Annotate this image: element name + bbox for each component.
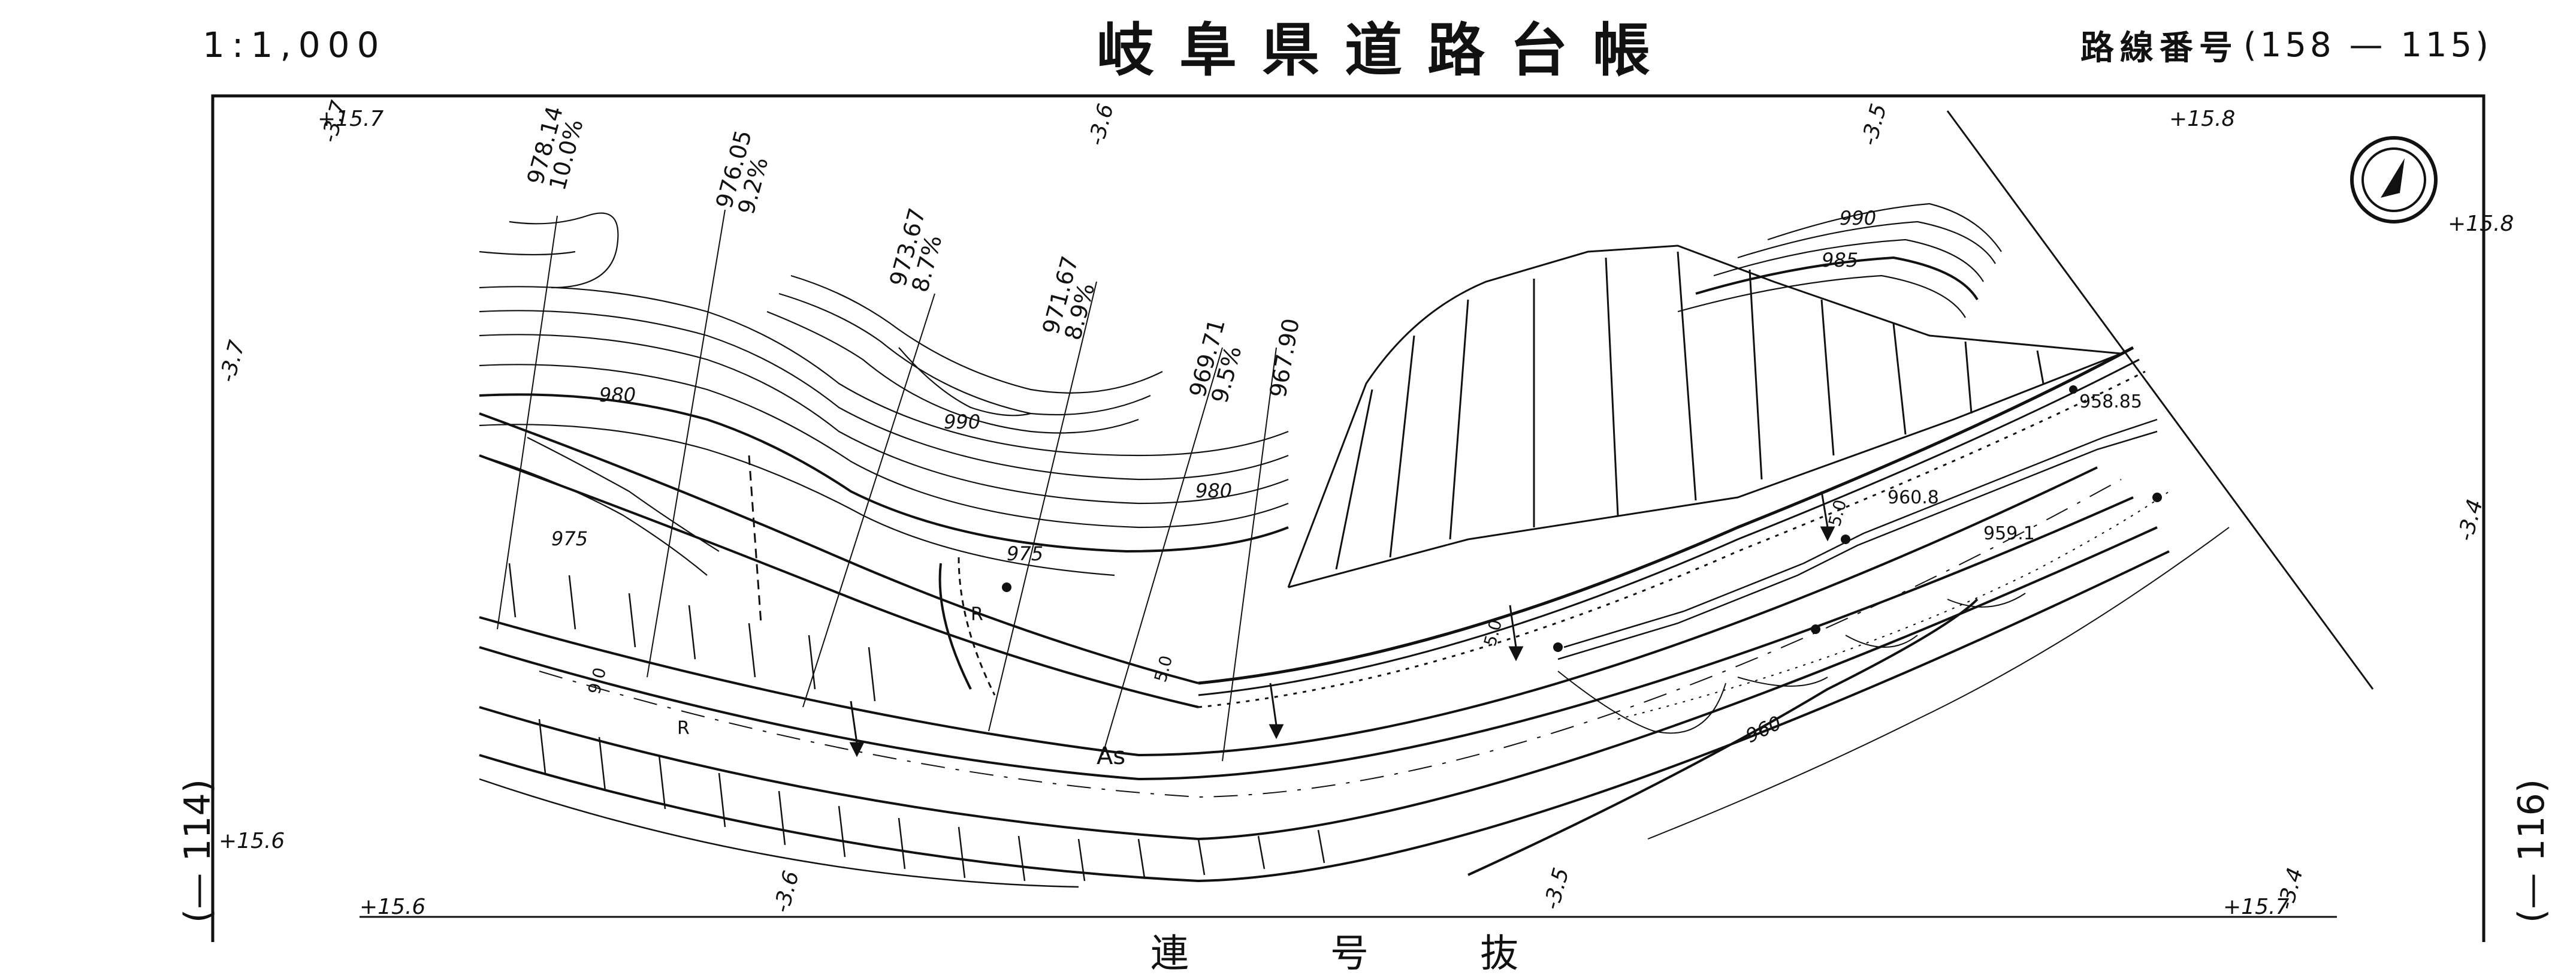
grid-marker-5: +15.6	[360, 895, 425, 919]
contour-label-990-mid: 990	[944, 410, 980, 433]
route-number-value: 158 — 115	[2260, 25, 2476, 65]
ground-contours-right	[1467, 491, 2230, 876]
retaining-wall	[1557, 418, 2158, 660]
contour-label-975-mid: 975	[1007, 542, 1043, 565]
road-mark-width-1: 5.0	[1150, 653, 1176, 684]
sheet-title: 岐阜県道路台帳	[1097, 16, 1675, 84]
footer-char-1: 連	[1150, 932, 1189, 976]
footer-char-3: 抜	[1480, 932, 1518, 976]
grid-marker-6: +15.7	[2223, 895, 2289, 919]
embankment-slope	[479, 563, 1325, 888]
road-mark-width-2: 9.0	[584, 665, 610, 696]
grid-marker-2: +15.8	[2169, 107, 2235, 131]
surface-label: As	[1097, 742, 1125, 770]
road-annotations: As R R 5.0 9.0 5.0 5.0	[584, 497, 1850, 770]
grid-marker-10: -3.7	[215, 338, 250, 385]
contour-labels: 980 975 990 980 975 990 985 960	[551, 207, 1876, 747]
spot-height-2: 960.8	[1888, 487, 1939, 508]
flow-arrows	[849, 491, 1835, 757]
grid-marker-9: -3.5	[1857, 101, 1892, 148]
grid-marker-1: +15.7	[318, 107, 383, 131]
route-number-label: 路線番号	[2080, 28, 2239, 68]
grid-marker-12: -3.6	[769, 868, 804, 915]
contour-label-985-right: 985	[1822, 249, 1858, 271]
route-number-close: )	[2475, 25, 2492, 65]
spot-heights: 958.85 960.8 959.1	[1888, 391, 2142, 544]
north-arrow-icon	[2350, 136, 2438, 224]
contour-lines	[479, 203, 2002, 576]
contour-label-980-mid: 980	[1195, 479, 1232, 502]
grid-markers: +15.7 +15.8 +15.8 +15.6 +15.6 +15.7 -3.7…	[215, 98, 2514, 919]
grid-marker-3: +15.8	[2448, 212, 2514, 236]
profile-elev-6: 967.90	[1265, 316, 1304, 400]
contour-label-990-right: 990	[1840, 207, 1876, 230]
road-mark-r-1: R	[677, 718, 690, 739]
spot-height-1: 958.85	[2079, 391, 2142, 412]
map-frame	[211, 94, 2486, 942]
grid-marker-8: -3.6	[1084, 101, 1119, 148]
footer-char-2: 号	[1330, 932, 1369, 976]
road-mark-r-2: R	[971, 604, 983, 625]
cut-slope	[1287, 110, 2374, 690]
grid-marker-4: +15.6	[219, 829, 285, 853]
road-map-drawing: 978.14 10.0% 976.05 9.2% 973.67 8.7% 971…	[211, 94, 2514, 942]
map-scale: 1:1,000	[203, 25, 386, 65]
grid-marker-13: -3.5	[1539, 865, 1574, 912]
profile-leaders	[497, 209, 1277, 762]
road-main	[479, 346, 2170, 883]
route-number-open: (	[2243, 25, 2260, 65]
contour-label-980-left: 980	[599, 384, 636, 406]
spot-height-3: 959.1	[1983, 523, 2035, 544]
route-number: 路線番号 ( 158 — 115 )	[2080, 0, 2492, 90]
grid-marker-14: -3.4	[2273, 865, 2308, 912]
grid-marker-7: -3.7	[317, 98, 352, 146]
point-markers	[1002, 385, 2162, 652]
contour-label-975-left: 975	[551, 527, 588, 550]
